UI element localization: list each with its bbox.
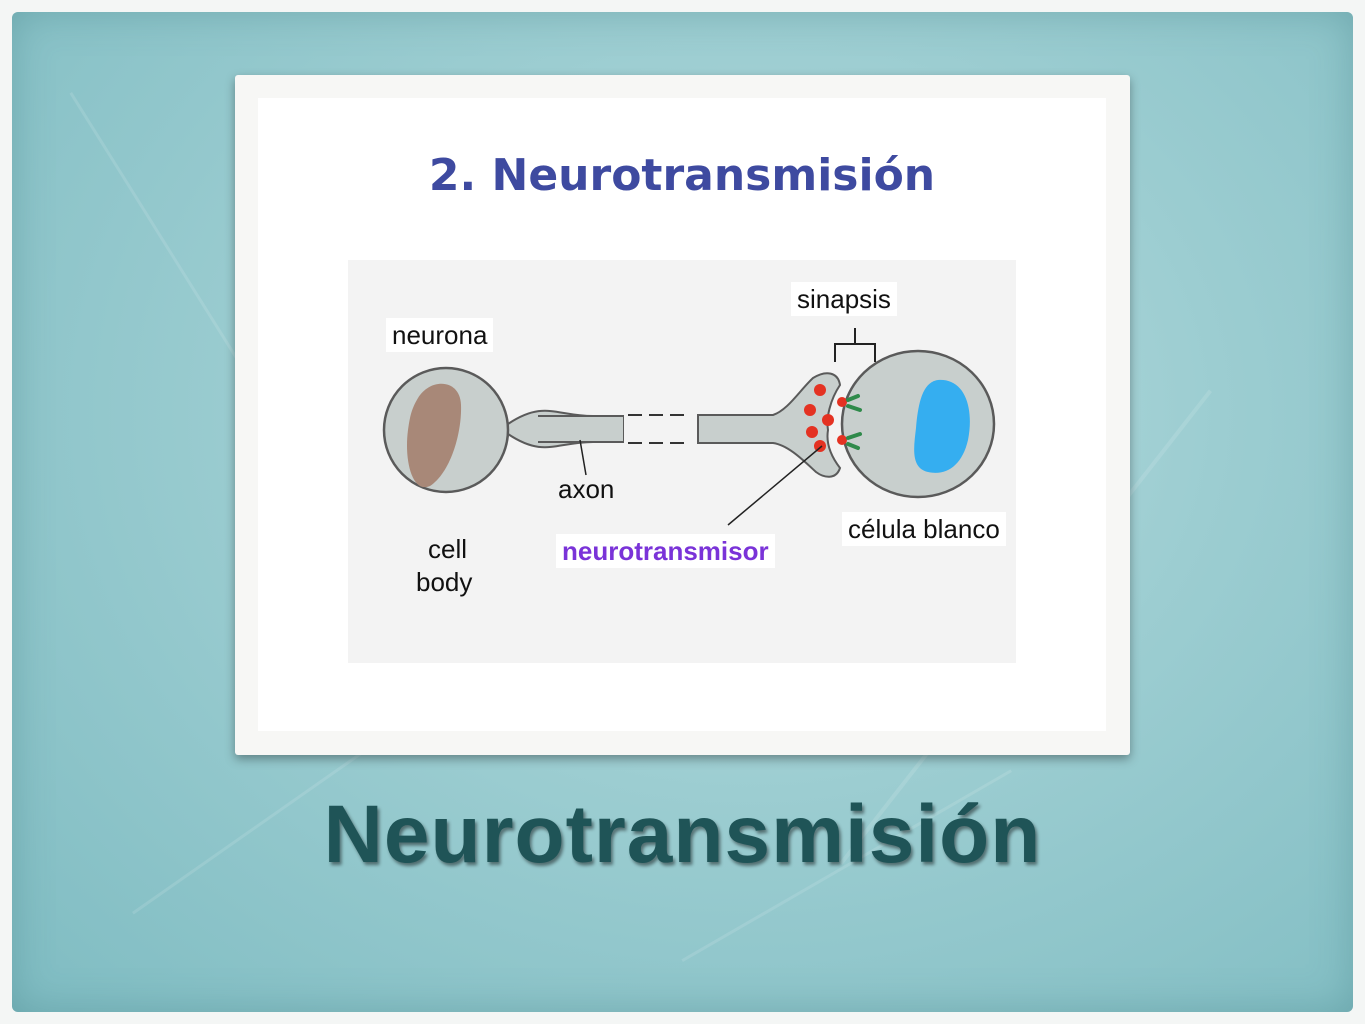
neurotransmitter-vesicle bbox=[822, 414, 834, 426]
neurotransmitter-vesicle bbox=[814, 384, 826, 396]
axon-label: axon bbox=[558, 474, 615, 504]
neurotransmitter-vesicle bbox=[806, 426, 818, 438]
axon-terminal bbox=[697, 372, 842, 478]
synapse-label: sinapsis bbox=[791, 282, 897, 316]
neurotransmitter-molecule bbox=[837, 435, 847, 445]
cell-body-nucleus bbox=[406, 383, 462, 488]
neurotransmitter-label: neurotransmisor bbox=[556, 534, 775, 568]
target-cell-label: célula blanco bbox=[842, 512, 1006, 546]
neurotransmitter-vesicle bbox=[804, 404, 816, 416]
axon-segment-left bbox=[538, 416, 623, 442]
neurotransmission-diagram: neurona sinapsis axon cell body neurotra… bbox=[348, 260, 1016, 663]
receptor bbox=[846, 394, 862, 412]
diagram-title: 2. Neurotransmisión bbox=[428, 150, 936, 201]
receptor bbox=[846, 432, 862, 450]
synapse-bracket bbox=[834, 328, 876, 362]
neurotransmitter-molecule bbox=[837, 397, 847, 407]
diagram-drawing bbox=[382, 328, 996, 526]
target-cell-nucleus bbox=[914, 379, 970, 473]
axon-pointer-line bbox=[579, 439, 587, 476]
slide-title: Neurotransmisión bbox=[323, 789, 1042, 880]
cell-body-label-line2: body bbox=[416, 567, 473, 597]
cell-body-label-line1: cell bbox=[428, 534, 468, 564]
neuron-label: neurona bbox=[386, 318, 494, 352]
diagram-image: 2. Neurotransmisión bbox=[258, 98, 1106, 731]
neurotransmitter-pointer-line bbox=[727, 445, 823, 526]
neurotransmitter-vesicle bbox=[814, 440, 826, 452]
